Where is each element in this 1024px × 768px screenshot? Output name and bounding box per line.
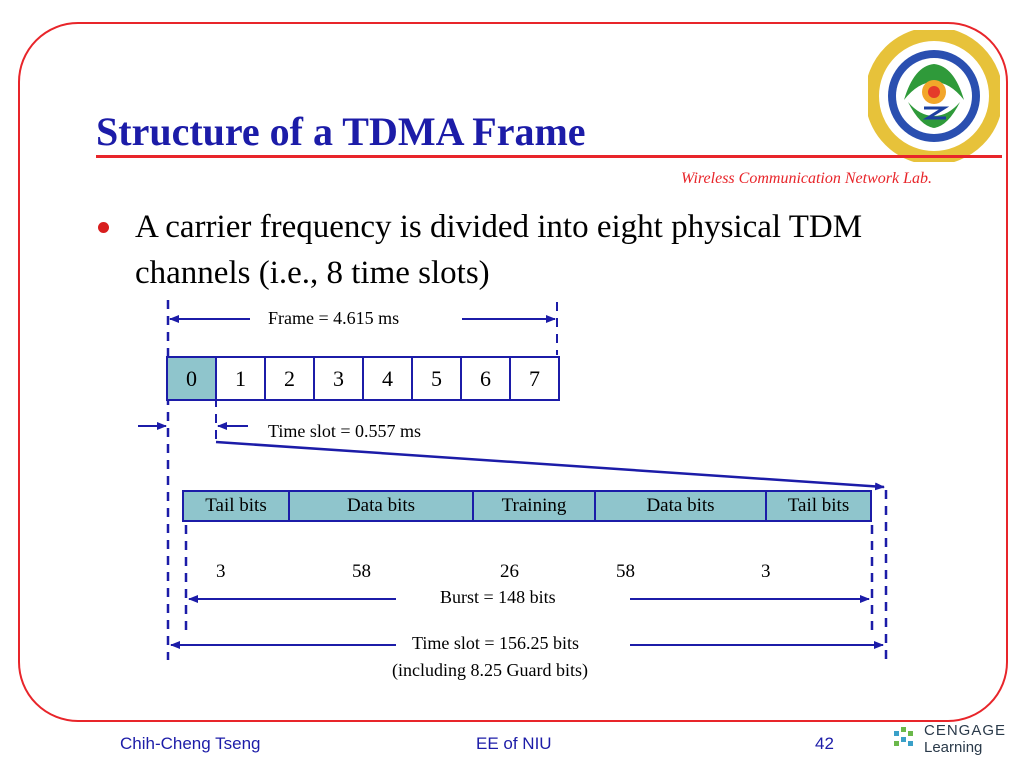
slide-border [18,22,1008,722]
lab-name: Wireless Communication Network Lab. [681,170,932,187]
slot-7: 7 [509,356,560,401]
university-seal-logo [868,30,1000,162]
frame-duration-label: Frame = 4.615 ms [268,308,400,328]
slot-6: 6 [460,356,511,401]
bits-training: 26 [500,561,519,582]
timeslot-bits-label: Time slot = 156.25 bits [412,633,580,653]
footer-course: EE of NIU [476,734,552,753]
bullet-text: A carrier frequency is divided into eigh… [135,209,863,291]
timeslot-duration-label: Time slot = 0.557 ms [268,421,422,441]
bits-tail-start: 3 [216,561,226,582]
bits-data-2: 58 [616,561,635,582]
zoom-arrow [215,440,885,491]
slot-4: 4 [362,356,413,401]
burst-length-label: Burst = 148 bits [440,587,556,607]
guard-bits-label: (including 8.25 Guard bits) [392,660,588,680]
bits-data-1: 58 [352,561,371,582]
slot-5: 5 [411,356,462,401]
frame-slots: 0 1 2 3 4 5 6 7 [166,356,560,401]
slot-0: 0 [166,356,217,401]
burst-field-training: Training [472,490,596,522]
title-underline [96,155,1002,158]
bullet-icon [98,222,109,233]
page-number: 42 [815,734,834,753]
burst-field-data-1: Data bits [288,490,474,522]
cengage-logo-icon [894,727,913,746]
slot-3: 3 [313,356,364,401]
burst-field-tail-end: Tail bits [765,490,872,522]
burst-field-data-2: Data bits [594,490,767,522]
burst-field-tail-start: Tail bits [182,490,290,522]
bits-tail-end: 3 [761,561,771,582]
slot-1: 1 [215,356,266,401]
slide-title: Structure of a TDMA Frame [96,109,586,154]
footer-author: Chih-Cheng Tseng [120,734,261,753]
burst-structure: Tail bits Data bits Training Data bits T… [182,490,872,522]
slot-2: 2 [264,356,315,401]
publisher-subname: Learning [924,739,983,756]
publisher-name: CENGAGE [924,722,1007,739]
